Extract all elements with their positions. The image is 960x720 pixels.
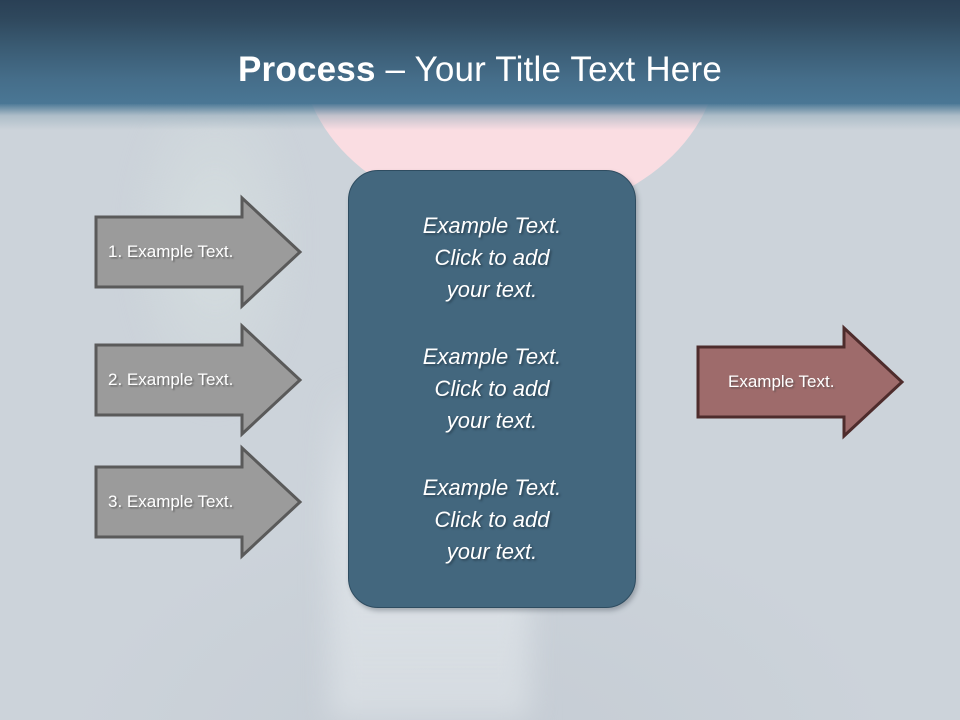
arrow-right-icon bbox=[94, 444, 303, 560]
process-body-paragraph-1: Example Text. Click to add your text. bbox=[422, 213, 562, 302]
title-bar-fade bbox=[0, 104, 960, 130]
page-title: Process – Your Title Text Here bbox=[0, 48, 960, 92]
process-body-paragraph-3: Example Text. Click to add your text. bbox=[422, 475, 562, 564]
title-bar bbox=[0, 0, 960, 104]
result-arrow[interactable]: Example Text. bbox=[696, 324, 905, 440]
page-title-bold: Process bbox=[238, 50, 386, 89]
arrow-right-icon bbox=[94, 194, 303, 310]
process-arrow-3[interactable]: 3. Example Text. bbox=[94, 444, 303, 560]
page-title-rest: – Your Title Text Here bbox=[385, 50, 722, 89]
arrow-right-icon bbox=[696, 324, 905, 440]
process-body-box[interactable]: Example Text. Click to add your text. Ex… bbox=[348, 170, 636, 608]
arrow-right-icon bbox=[94, 322, 303, 438]
process-arrow-2[interactable]: 2. Example Text. bbox=[94, 322, 303, 438]
process-arrow-1[interactable]: 1. Example Text. bbox=[94, 194, 303, 310]
process-body-paragraph-2: Example Text. Click to add your text. bbox=[422, 344, 562, 433]
